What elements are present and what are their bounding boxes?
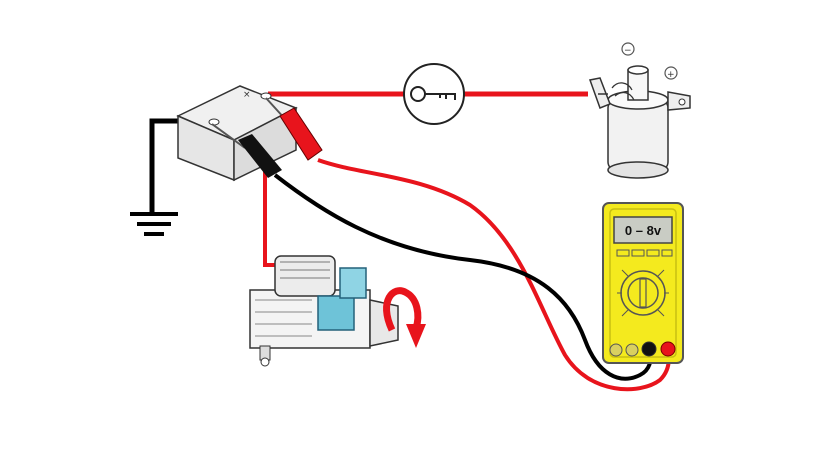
coil-positive-symbol: + xyxy=(667,70,675,80)
coil-negative-symbol: − xyxy=(624,46,632,56)
key-icon xyxy=(410,86,456,102)
meter-dial[interactable] xyxy=(617,269,669,317)
red-probe-lead xyxy=(317,158,671,392)
black-probe-lead xyxy=(273,173,653,381)
coil-positive-marker xyxy=(664,66,678,80)
black-probe xyxy=(211,123,282,178)
meter-buttons xyxy=(616,249,673,257)
ignition-switch xyxy=(403,63,465,125)
coil-negative-marker xyxy=(621,42,635,56)
multimeter: 0 – 8v xyxy=(602,202,684,364)
meter-reading: 0 – 8v xyxy=(625,223,662,238)
battery-negative-symbol: × xyxy=(243,90,251,100)
ignition-coil: − + xyxy=(589,42,691,179)
red-probe xyxy=(265,97,323,161)
rotation-arrow-icon xyxy=(383,287,426,348)
meter-display xyxy=(613,216,673,244)
com-jack[interactable] xyxy=(641,341,657,357)
meter-jacks xyxy=(609,341,676,357)
starter-motor xyxy=(249,255,399,367)
volt-jack[interactable] xyxy=(660,341,676,357)
